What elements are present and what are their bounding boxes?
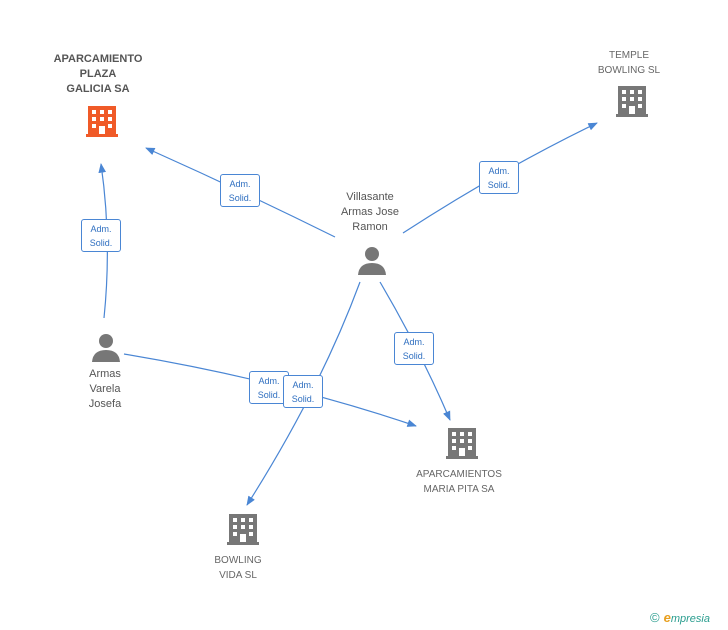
edge-badge: Adm. Solid.: [394, 332, 434, 365]
brand-name: mpresia: [670, 613, 710, 625]
building-icon: [616, 86, 648, 117]
building-icon: [86, 106, 118, 137]
person-icon: [92, 334, 120, 362]
empresia-logo: ©empresia: [650, 610, 710, 625]
node-label-temple-bowling[interactable]: TEMPLE BOWLING SL: [597, 50, 661, 76]
person-icon: [358, 247, 386, 275]
edge-badge: Adm. Solid.: [220, 174, 260, 207]
node-label-aparcamientos-maria[interactable]: APARCAMIENTOS MARIA PITA SA: [416, 469, 502, 495]
building-icon: [227, 514, 259, 545]
edge-badge: Adm. Solid.: [479, 161, 519, 194]
node-label-bowling-vida[interactable]: BOWLING VIDA SL: [214, 555, 262, 581]
node-label-armas-varela[interactable]: Armas Varela Josefa: [88, 368, 122, 410]
node-label-villasante[interactable]: Villasante Armas Jose Ramon: [340, 191, 400, 233]
edge-badge: Adm. Solid.: [81, 219, 121, 252]
edge-badge: Adm. Solid.: [283, 375, 323, 408]
building-icon: [446, 428, 478, 459]
node-label-aparcamiento-plaza[interactable]: APARCAMIENTO PLAZA GALICIA SA: [53, 53, 143, 95]
copyright-icon: ©: [650, 610, 660, 625]
edge-badge: Adm. Solid.: [249, 371, 289, 404]
brand-e: e: [663, 610, 671, 625]
